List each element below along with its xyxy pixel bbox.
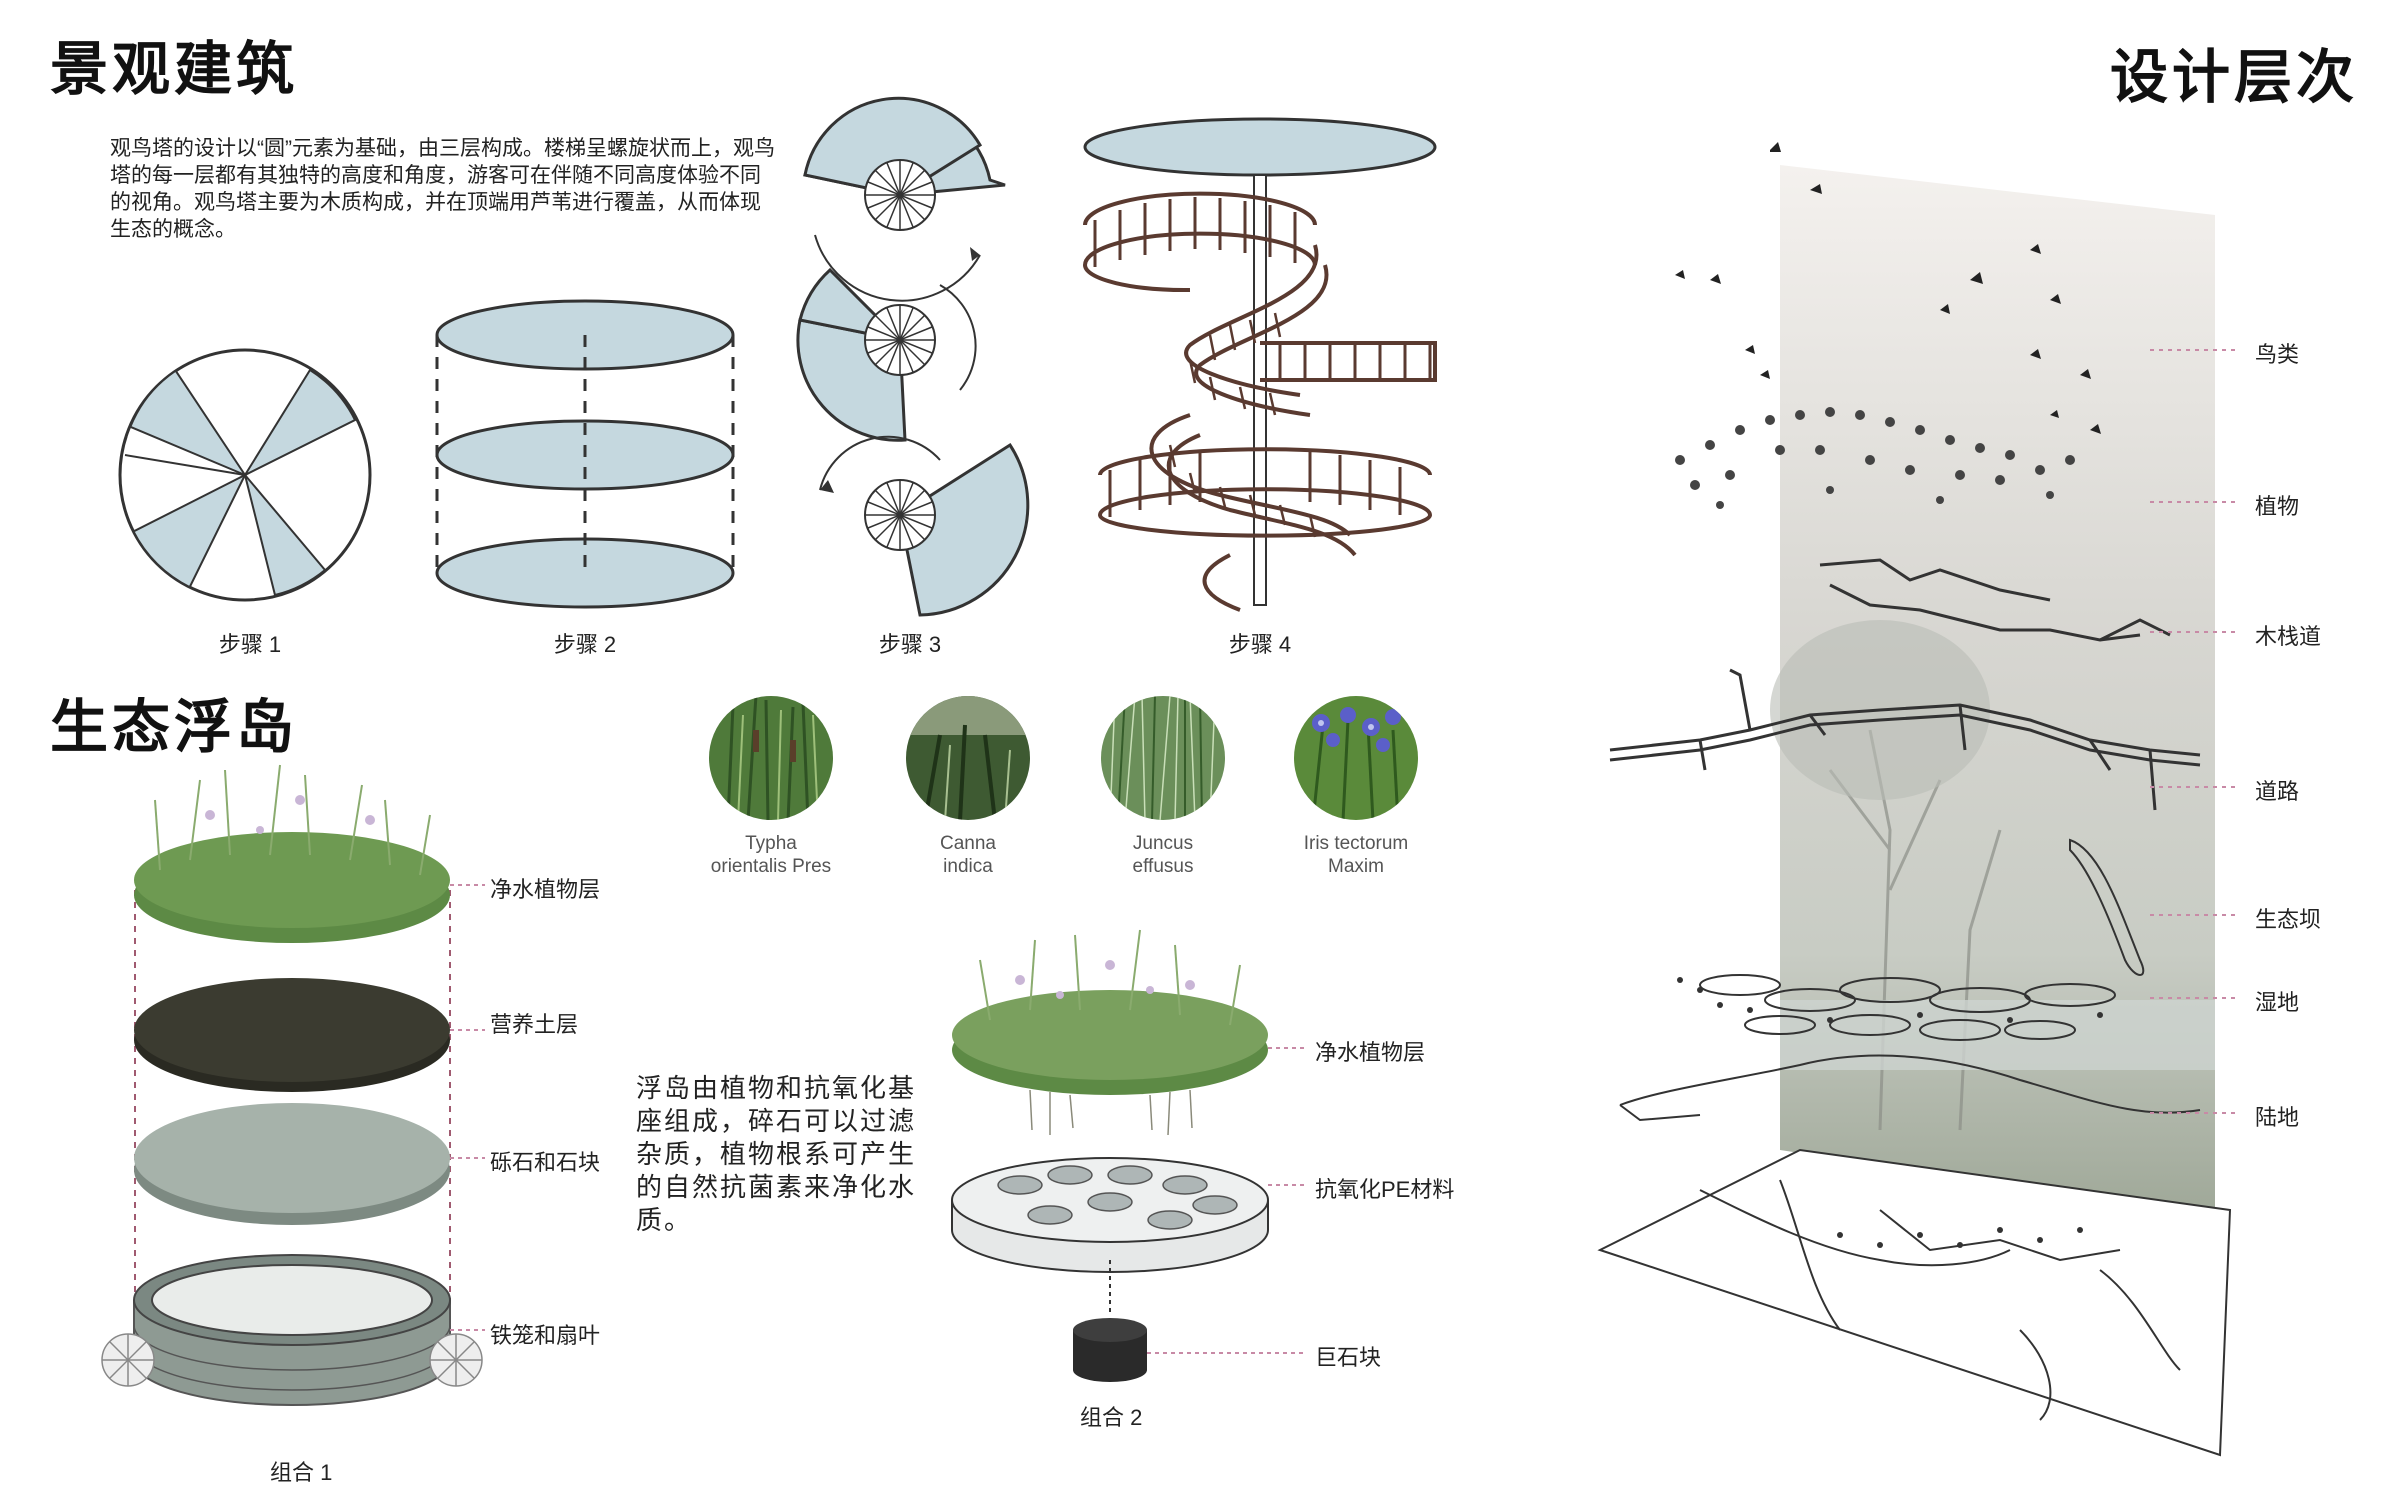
combo2-label: 组合 2	[1080, 1405, 1143, 1430]
design-layers-title: 设计层次	[2110, 43, 2359, 111]
design-layer-eco-dam: 生态坝	[2255, 907, 2322, 932]
tower-intro-text: 观鸟塔的设计以“圆”元素为基础，由三层构成。楼梯呈螺旋状而上，观鸟塔的每一层都有…	[110, 137, 775, 241]
design-layer-wetland: 湿地	[2255, 990, 2300, 1015]
step3-label: 步骤 3	[878, 632, 942, 657]
step1-pie-diagram	[118, 348, 372, 602]
design-layer-road: 道路	[2255, 779, 2300, 804]
step2-cylinder-diagram	[435, 299, 735, 609]
combo1-label: 组合 1	[270, 1460, 333, 1485]
floating-island-description: 浮岛由植物和抗氧化基座组成，碎石可以过滤杂质，植物根系可产生的自然抗菌素来净化水…	[636, 1073, 917, 1235]
plant-typha-image	[709, 696, 833, 820]
step4-label: 步骤 4	[1228, 632, 1292, 657]
step1-label: 步骤 1	[218, 632, 282, 657]
design-layer-boardwalk: 木栈道	[2255, 624, 2322, 649]
combo1-layer-soil: 营养土层	[490, 1012, 579, 1037]
combo2-layer-plants: 净水植物层	[1315, 1040, 1426, 1065]
plant-juncus-image	[1101, 696, 1225, 820]
combo1-layer-cage: 铁笼和扇叶	[490, 1323, 601, 1348]
landscape-architecture-title: 景观建筑	[50, 35, 299, 103]
step3-rotation-diagram	[796, 96, 1030, 617]
design-layer-land: 陆地	[2255, 1105, 2300, 1130]
combo1-layer-plants: 净水植物层	[490, 877, 601, 902]
design-layer-birds: 鸟类	[2255, 342, 2300, 367]
plant-iris-image	[1294, 696, 1418, 820]
step2-label: 步骤 2	[553, 632, 617, 657]
design-layers-exploded-view	[1597, 142, 2240, 1457]
combo2-layer-rock: 巨石块	[1315, 1345, 1382, 1370]
combo2-layer-pe: 抗氧化PE材料	[1315, 1177, 1455, 1202]
combo2-layer-stack	[951, 929, 1305, 1382]
design-layer-plants: 植物	[2255, 494, 2300, 519]
eco-floating-island-title: 生态浮岛	[50, 693, 299, 761]
combo1-layer-stack	[101, 764, 485, 1406]
plant-canna-image	[906, 696, 1030, 820]
step4-bird-tower	[1082, 117, 1437, 612]
combo1-layer-gravel: 砾石和石块	[490, 1150, 601, 1175]
